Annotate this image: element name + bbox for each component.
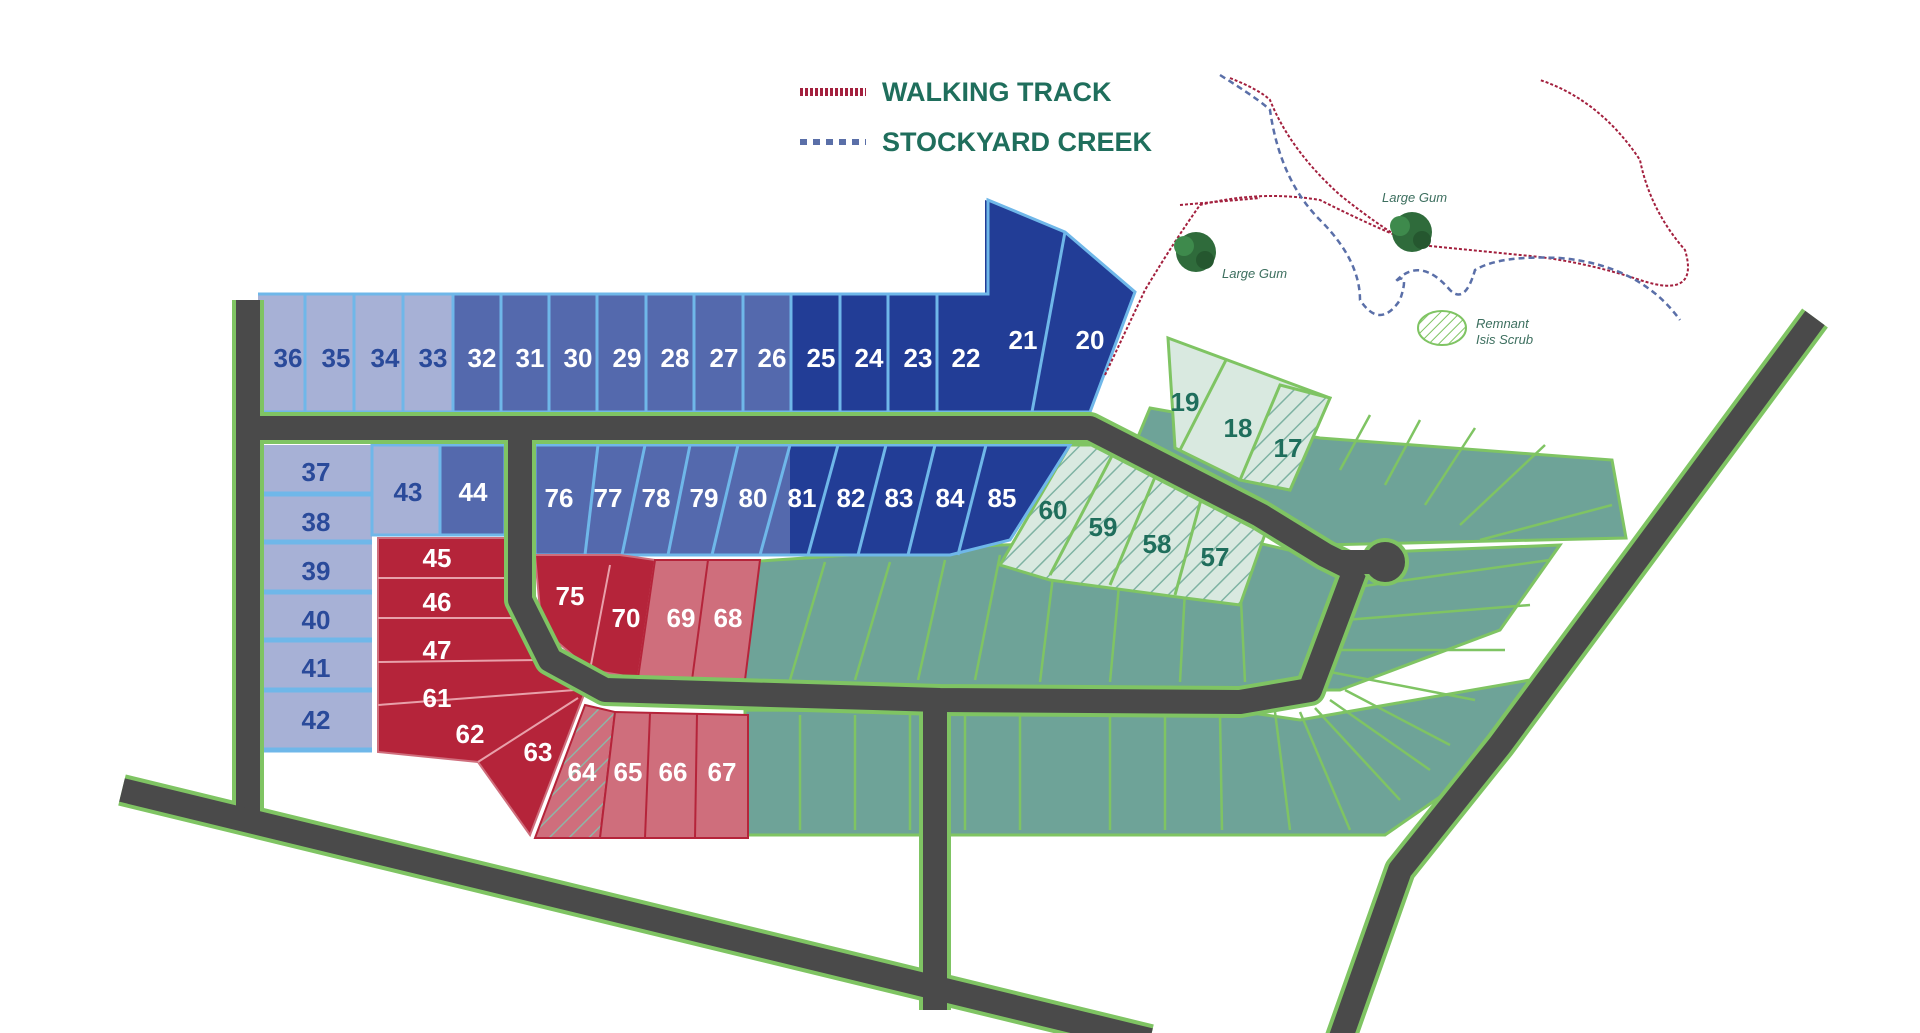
lot-44-label[interactable]: 44 — [459, 477, 488, 507]
lot-83-label[interactable]: 83 — [885, 483, 914, 513]
remnant-label-line1: Remnant — [1476, 316, 1530, 331]
lot-81-label[interactable]: 81 — [788, 483, 817, 513]
stockyard-creek-legend-label: STOCKYARD CREEK — [882, 127, 1153, 157]
lot-36-label[interactable]: 36 — [274, 343, 303, 373]
lot-57-label[interactable]: 57 — [1201, 542, 1230, 572]
lot-76-label[interactable]: 76 — [545, 483, 574, 513]
lot-31-label[interactable]: 31 — [516, 343, 545, 373]
remnant-scrub-area — [1417, 310, 1467, 346]
lot-47-label[interactable]: 47 — [423, 635, 452, 665]
lot-82-label[interactable]: 82 — [837, 483, 866, 513]
lot-61-label[interactable]: 61 — [423, 683, 452, 713]
lot-75-label[interactable]: 75 — [556, 581, 585, 611]
lot-labels: 36 35 34 33 32 31 30 29 28 27 26 25 24 23 22 21 20 19 18 17… — [274, 325, 1303, 787]
large-gum-tree-1 — [1174, 232, 1216, 272]
lot-22-label[interactable]: 22 — [952, 343, 981, 373]
lot-46-label[interactable]: 46 — [423, 587, 452, 617]
lot-80-label[interactable]: 80 — [739, 483, 768, 513]
lot-66-label[interactable]: 66 — [659, 757, 688, 787]
lot-60-label[interactable]: 60 — [1039, 495, 1068, 525]
lot-77-label[interactable]: 77 — [594, 483, 623, 513]
lot-41-label[interactable]: 41 — [302, 653, 331, 683]
roads — [118, 300, 1828, 1033]
lot-37-label[interactable]: 37 — [302, 457, 331, 487]
lot-38-label[interactable]: 38 — [302, 507, 331, 537]
large-gum-label-2: Large Gum — [1382, 190, 1447, 205]
lot-84-label[interactable]: 84 — [936, 483, 965, 513]
lot-27-label[interactable]: 27 — [710, 343, 739, 373]
lot-85-label[interactable]: 85 — [988, 483, 1017, 513]
lot-67-label[interactable]: 67 — [708, 757, 737, 787]
lots-19-17 — [1166, 335, 1333, 492]
lot-20-label[interactable]: 20 — [1076, 325, 1105, 355]
south-pink-lots — [533, 703, 749, 839]
lot-79-label[interactable]: 79 — [690, 483, 719, 513]
lot-70-label[interactable]: 70 — [612, 603, 641, 633]
west-column-lots — [262, 443, 507, 753]
lot-21-label[interactable]: 21 — [1009, 325, 1038, 355]
large-gum-label-1: Large Gum — [1222, 266, 1287, 281]
lot-58-label[interactable]: 58 — [1143, 529, 1172, 559]
legend: WALKING TRACK STOCKYARD CREEK — [800, 77, 1153, 157]
lot-25-label[interactable]: 25 — [807, 343, 836, 373]
walking-track-path — [1104, 77, 1689, 376]
lot-17-label[interactable]: 17 — [1274, 433, 1303, 463]
lot-45-label[interactable]: 45 — [423, 543, 452, 573]
lot-63-label[interactable]: 63 — [524, 737, 553, 767]
lot-19-label[interactable]: 19 — [1171, 387, 1200, 417]
lot-32-label[interactable]: 32 — [468, 343, 497, 373]
lot-43-label[interactable]: 43 — [394, 477, 423, 507]
lot-24-label[interactable]: 24 — [855, 343, 884, 373]
walking-track-legend-label: WALKING TRACK — [882, 77, 1112, 107]
lot-35-label[interactable]: 35 — [322, 343, 351, 373]
lot-34-label[interactable]: 34 — [371, 343, 400, 373]
remnant-label-line2: Isis Scrub — [1476, 332, 1533, 347]
lot-42-label[interactable]: 42 — [302, 705, 331, 735]
lot-33-label[interactable]: 33 — [419, 343, 448, 373]
lot-65-label[interactable]: 65 — [614, 757, 643, 787]
red-lots — [377, 537, 762, 838]
lot-40-label[interactable]: 40 — [302, 605, 331, 635]
lot-69-label[interactable]: 69 — [667, 603, 696, 633]
lot-30-label[interactable]: 30 — [564, 343, 593, 373]
lot-23-label[interactable]: 23 — [904, 343, 933, 373]
lot-39-label[interactable]: 39 — [302, 556, 331, 586]
lot-29-label[interactable]: 29 — [613, 343, 642, 373]
lot-59-label[interactable]: 59 — [1089, 512, 1118, 542]
lot-64-label[interactable]: 64 — [568, 757, 597, 787]
stockyard-creek-path — [1219, 73, 1682, 321]
lot-68-label[interactable]: 68 — [714, 603, 743, 633]
lot-28-label[interactable]: 28 — [661, 343, 690, 373]
large-gum-tree-2 — [1390, 212, 1432, 252]
lot-18-label[interactable]: 18 — [1224, 413, 1253, 443]
lot-78-label[interactable]: 78 — [642, 483, 671, 513]
lot-26-label[interactable]: 26 — [758, 343, 787, 373]
top-row-lots — [258, 197, 1137, 414]
teal-lot-dividers — [788, 414, 1613, 831]
lot-62-label[interactable]: 62 — [456, 719, 485, 749]
